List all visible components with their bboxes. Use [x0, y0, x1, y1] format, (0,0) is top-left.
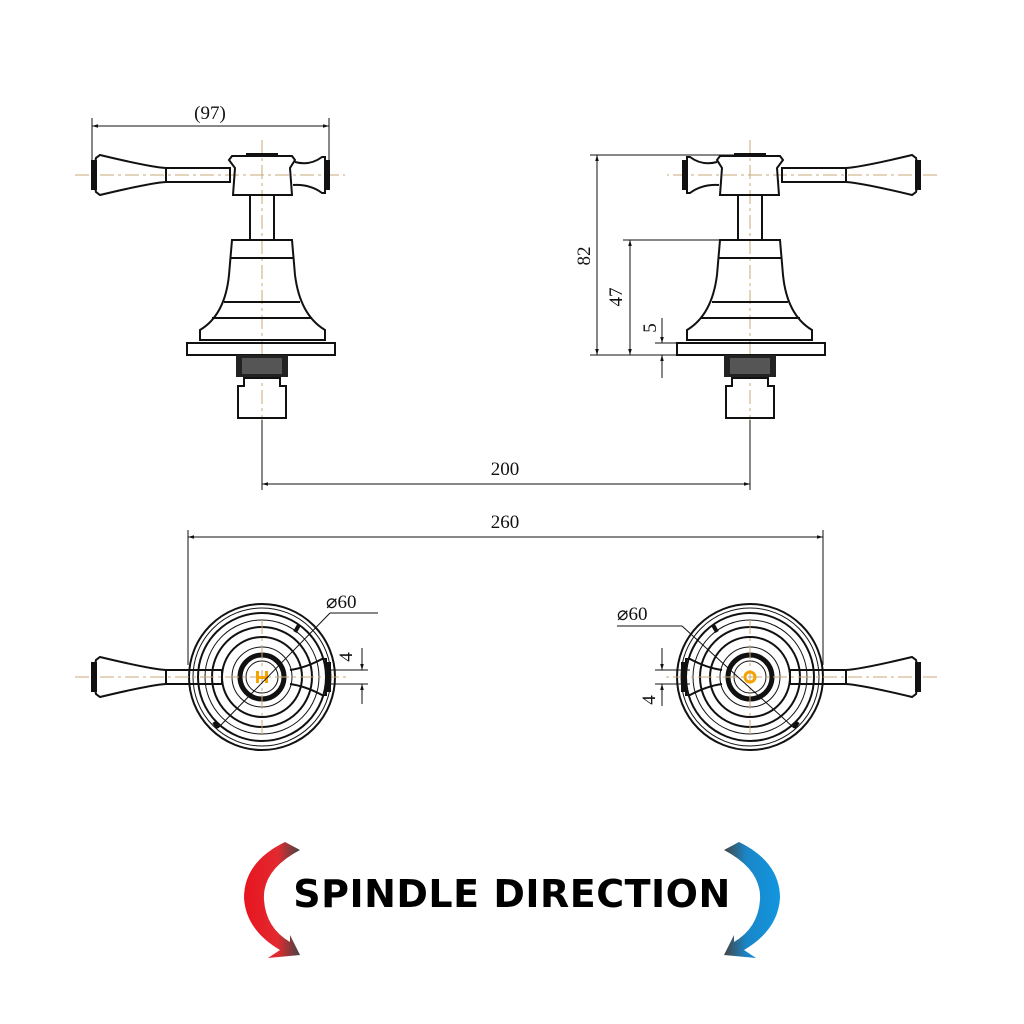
right-side-view	[666, 139, 938, 431]
left-spindle-mark	[256, 671, 268, 683]
right-top-view	[662, 604, 937, 750]
left-side-view	[74, 139, 346, 431]
left-top-view	[75, 604, 350, 750]
cold-direction-arrow-icon	[724, 842, 780, 958]
svg-text:(97): (97)	[194, 103, 226, 124]
svg-text:47: 47	[606, 288, 627, 307]
dim-right-offset: 4	[639, 648, 690, 706]
dim-plate-thickness: 5	[640, 318, 680, 378]
dim-total-height: 82	[574, 154, 740, 356]
dim-handle-width: (97)	[91, 103, 330, 160]
dim-left-offset: 4	[330, 648, 368, 704]
svg-text:4: 4	[336, 652, 357, 662]
dim-right-diameter: ⌀60	[617, 604, 795, 729]
dim-left-diameter: ⌀60	[217, 592, 378, 729]
svg-text:200: 200	[491, 459, 520, 480]
right-spindle-mark	[743, 670, 757, 684]
dim-overall-width: 260	[187, 512, 824, 665]
svg-text:⌀60: ⌀60	[617, 604, 647, 625]
dim-body-height: 47	[606, 239, 720, 355]
svg-text:4: 4	[639, 695, 660, 705]
svg-text:260: 260	[491, 512, 520, 533]
svg-text:⌀60: ⌀60	[326, 592, 356, 613]
svg-text:5: 5	[640, 323, 661, 333]
hot-direction-arrow-icon	[244, 842, 300, 958]
dim-center-spacing: 200	[261, 420, 751, 490]
svg-text:82: 82	[574, 247, 595, 266]
spindle-direction-caption: SPINDLE DIRECTION	[293, 872, 731, 916]
